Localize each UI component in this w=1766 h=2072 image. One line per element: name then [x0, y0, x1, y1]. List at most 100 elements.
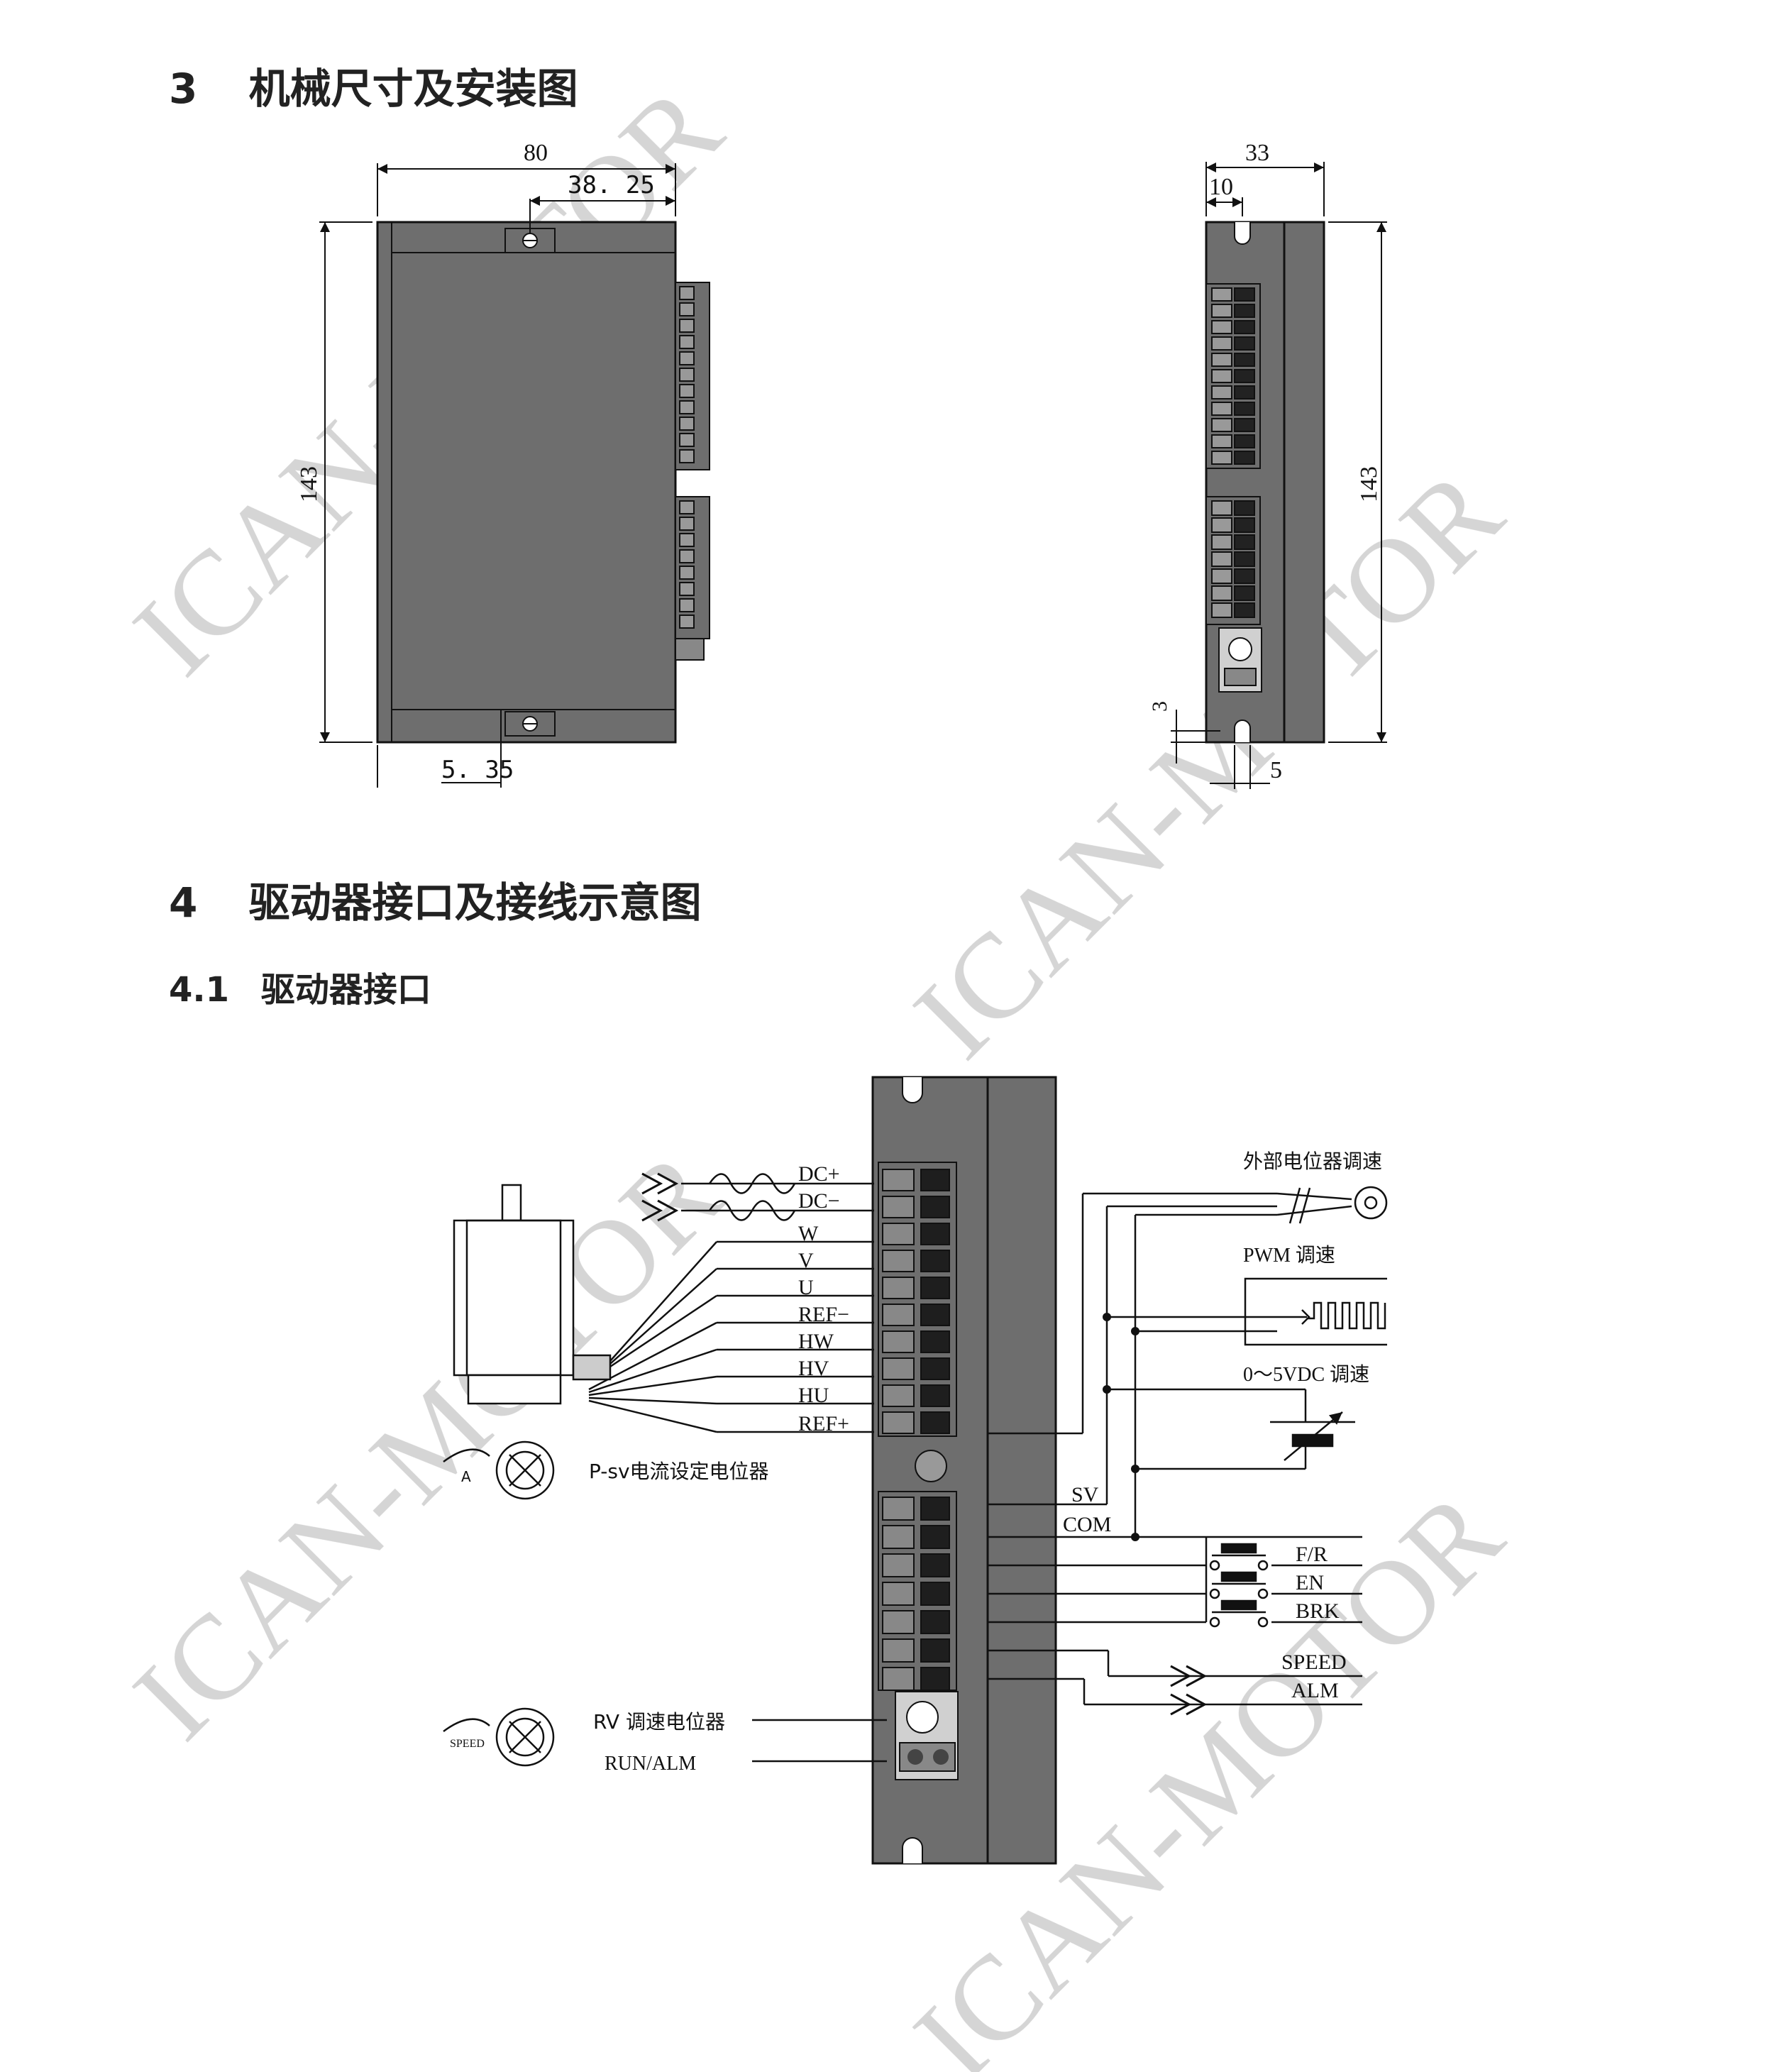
terminal-cell [882, 1223, 915, 1245]
terminal-cell [1234, 353, 1255, 367]
terminal-cell [1234, 551, 1255, 567]
section-3-heading: 3 机械尺寸及安装图 [169, 55, 578, 115]
terminal-cell [920, 1497, 950, 1521]
terminal-cell [920, 1610, 950, 1634]
terminal-cell [1234, 369, 1255, 383]
sv-label: SV [1071, 1483, 1099, 1506]
terminal-cell [1234, 602, 1255, 618]
pwm-source [1244, 1277, 1387, 1346]
terminal-cell [882, 1525, 915, 1549]
terminal-cell [679, 449, 695, 463]
terminal-cell [920, 1250, 950, 1272]
terminal-cell [1234, 434, 1255, 448]
section-4-heading: 4 驱动器接口及接线示意图 [169, 869, 702, 929]
terminal-cell [1234, 517, 1255, 533]
terminal-cell [920, 1330, 950, 1353]
section-4-number: 4 [169, 878, 198, 927]
terminal-cell [1234, 385, 1255, 399]
terminal-cell [1211, 402, 1232, 416]
front-dim-width: 80 [524, 140, 548, 166]
psv-label: P-sv电流设定电位器 [589, 1460, 769, 1483]
terminal-cell [1211, 434, 1232, 448]
terminal-cell [679, 351, 695, 365]
terminal-cell [679, 368, 695, 382]
terminal-cell [679, 500, 695, 514]
terminal-cell [882, 1638, 915, 1663]
section-3-number: 3 [169, 65, 198, 113]
terminal-v: V [798, 1249, 814, 1272]
terminal-cell [679, 302, 695, 316]
terminal-dc-plus: DC+ [798, 1162, 840, 1186]
terminal-cell [920, 1169, 950, 1191]
rv-potentiometer [443, 1707, 555, 1767]
terminal-cell [882, 1304, 915, 1326]
terminal-cell [882, 1196, 915, 1218]
terminal-cell [1211, 551, 1232, 567]
terminal-cell [920, 1357, 950, 1380]
psv-dial-label: A [461, 1468, 471, 1485]
front-view-drawing [376, 221, 710, 744]
section-4-1-heading: 4.1 驱动器接口 [169, 961, 431, 1011]
terminal-cell [882, 1357, 915, 1380]
section-4-1-number: 4.1 [169, 970, 230, 1010]
terminal-cell [920, 1667, 950, 1691]
terminal-cell [882, 1169, 915, 1191]
terminal-cell [1211, 568, 1232, 584]
terminal-cell [679, 400, 695, 414]
terminal-cell [1234, 320, 1255, 334]
section-4-1-title: 驱动器接口 [260, 970, 431, 1010]
driver-body [871, 1076, 1057, 1865]
com-label: COM [1063, 1513, 1111, 1536]
terminal-cell [882, 1667, 915, 1691]
terminal-cell [1211, 353, 1232, 367]
side-dim-slot: 3 [1148, 701, 1171, 712]
front-dim-height: 143 [296, 466, 322, 502]
terminal-cell [679, 582, 695, 596]
terminal-cell [920, 1525, 950, 1549]
terminal-cell [882, 1250, 915, 1272]
terminal-cell [1211, 517, 1232, 533]
terminal-cell [1211, 304, 1232, 318]
terminal-cell [1234, 451, 1255, 465]
terminal-cell [920, 1223, 950, 1245]
terminal-cell [679, 417, 695, 431]
terminal-cell [679, 433, 695, 447]
terminal-cell [679, 533, 695, 547]
side-dim-offset: 10 [1209, 174, 1233, 200]
terminal-cell [920, 1304, 950, 1326]
terminal-cell [679, 319, 695, 333]
terminal-cell [1211, 585, 1232, 601]
left-terminal-labels: DC+ DC− W V U REF− HW HV HU REF+ [798, 1162, 849, 1435]
terminal-dc-minus: DC− [798, 1189, 840, 1213]
section-3-title: 机械尺寸及安装图 [248, 65, 578, 113]
terminal-cell [920, 1277, 950, 1299]
terminal-cell [882, 1384, 915, 1407]
output-arrows [1169, 1665, 1206, 1716]
terminal-cell [1234, 500, 1255, 516]
side-dim-slot-width: 5 [1270, 757, 1282, 783]
terminal-cell [1234, 336, 1255, 351]
terminal-cell [1234, 534, 1255, 550]
side-dim-width: 33 [1245, 140, 1269, 166]
switch-brk-label: BRK [1296, 1599, 1340, 1623]
side-dim-height: 143 [1356, 466, 1382, 502]
terminal-cell [1211, 451, 1232, 465]
terminal-cell [679, 566, 695, 580]
terminal-cell [920, 1411, 950, 1434]
side-view-dimensions [1171, 162, 1387, 789]
psv-potentiometer [443, 1440, 555, 1500]
terminal-cell [1234, 418, 1255, 432]
junction-dots [1103, 1313, 1139, 1541]
terminal-cell [920, 1196, 950, 1218]
terminal-cell [882, 1497, 915, 1521]
switch-fr-label: F/R [1296, 1543, 1328, 1566]
motor-icon [453, 1184, 612, 1405]
terminal-cell [1234, 287, 1255, 302]
terminal-cell [882, 1553, 915, 1577]
section-4-title: 驱动器接口及接线示意图 [248, 878, 702, 927]
ext-pot-label: 外部电位器调速 [1243, 1150, 1382, 1173]
terminal-cell [1211, 369, 1232, 383]
front-view-dimensions [319, 163, 676, 788]
vdc-label: 0～5VDC 调速 [1243, 1364, 1369, 1386]
terminal-cell [882, 1330, 915, 1353]
